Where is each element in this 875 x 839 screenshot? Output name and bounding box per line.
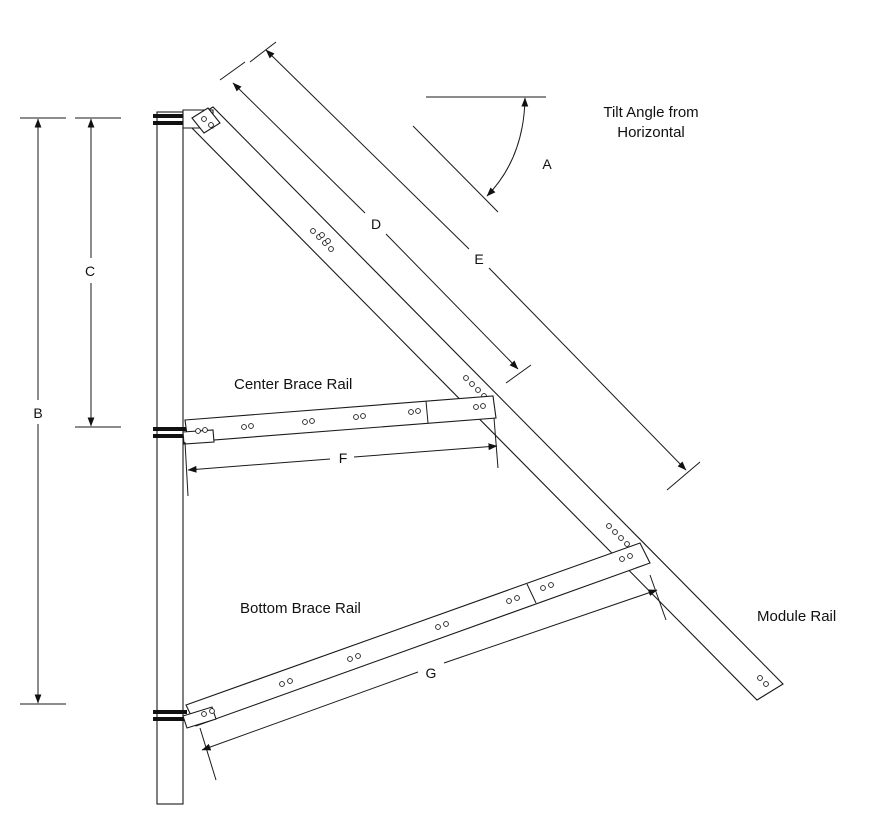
dimension-d-label: D (371, 216, 381, 232)
dimension-g-line-left (201, 671, 419, 751)
tilt-angle-label-line1: Tilt Angle from (603, 104, 698, 121)
dimension-b: B (20, 117, 66, 705)
tilt-angle-label-line2: Horizontal (617, 124, 685, 141)
center-brace-rail-label: Center Brace Rail (234, 376, 352, 393)
top-clamp-band-2 (153, 121, 187, 125)
tilt-reference-line (412, 125, 499, 213)
dimension-e-line-upper (265, 49, 470, 250)
bottom-brace-end-bracket (182, 706, 217, 729)
center-clamp-band-2 (153, 434, 187, 438)
dimension-c: C (75, 117, 121, 428)
dimension-e: E (249, 41, 701, 491)
bottom-brace-rail-label: Bottom Brace Rail (240, 600, 361, 617)
dimension-g-label: G (426, 665, 437, 681)
dimension-d-line-lower (385, 233, 519, 370)
module-rail-label: Module Rail (757, 608, 836, 625)
dimension-f-label: F (339, 450, 348, 466)
dimension-d-line-upper (232, 82, 366, 214)
dimension-f-line-left (187, 458, 331, 473)
dimension-f: F (184, 417, 499, 497)
tilt-angle-arc (486, 97, 529, 197)
dimension-a: A (412, 96, 552, 213)
bottom-brace-rail (182, 542, 651, 729)
bottom-clamp-band-1 (153, 710, 187, 714)
dimension-b-label: B (33, 405, 42, 421)
dimension-e-line-lower (488, 267, 687, 471)
pole-clamps (153, 114, 187, 721)
dimension-c-label: C (85, 263, 95, 279)
pole (156, 111, 184, 805)
dimension-g: G (199, 574, 667, 781)
center-clamp-band-1 (153, 427, 187, 431)
top-clamp-band-1 (153, 114, 187, 118)
dimension-d: D (219, 61, 532, 384)
dimension-g-line-right (443, 589, 658, 664)
dimension-e-label: E (474, 251, 483, 267)
center-brace-rail (182, 395, 497, 445)
bottom-clamp-band-2 (153, 717, 187, 721)
dimension-f-line-right (353, 443, 498, 458)
dimension-a-label: A (542, 156, 552, 172)
